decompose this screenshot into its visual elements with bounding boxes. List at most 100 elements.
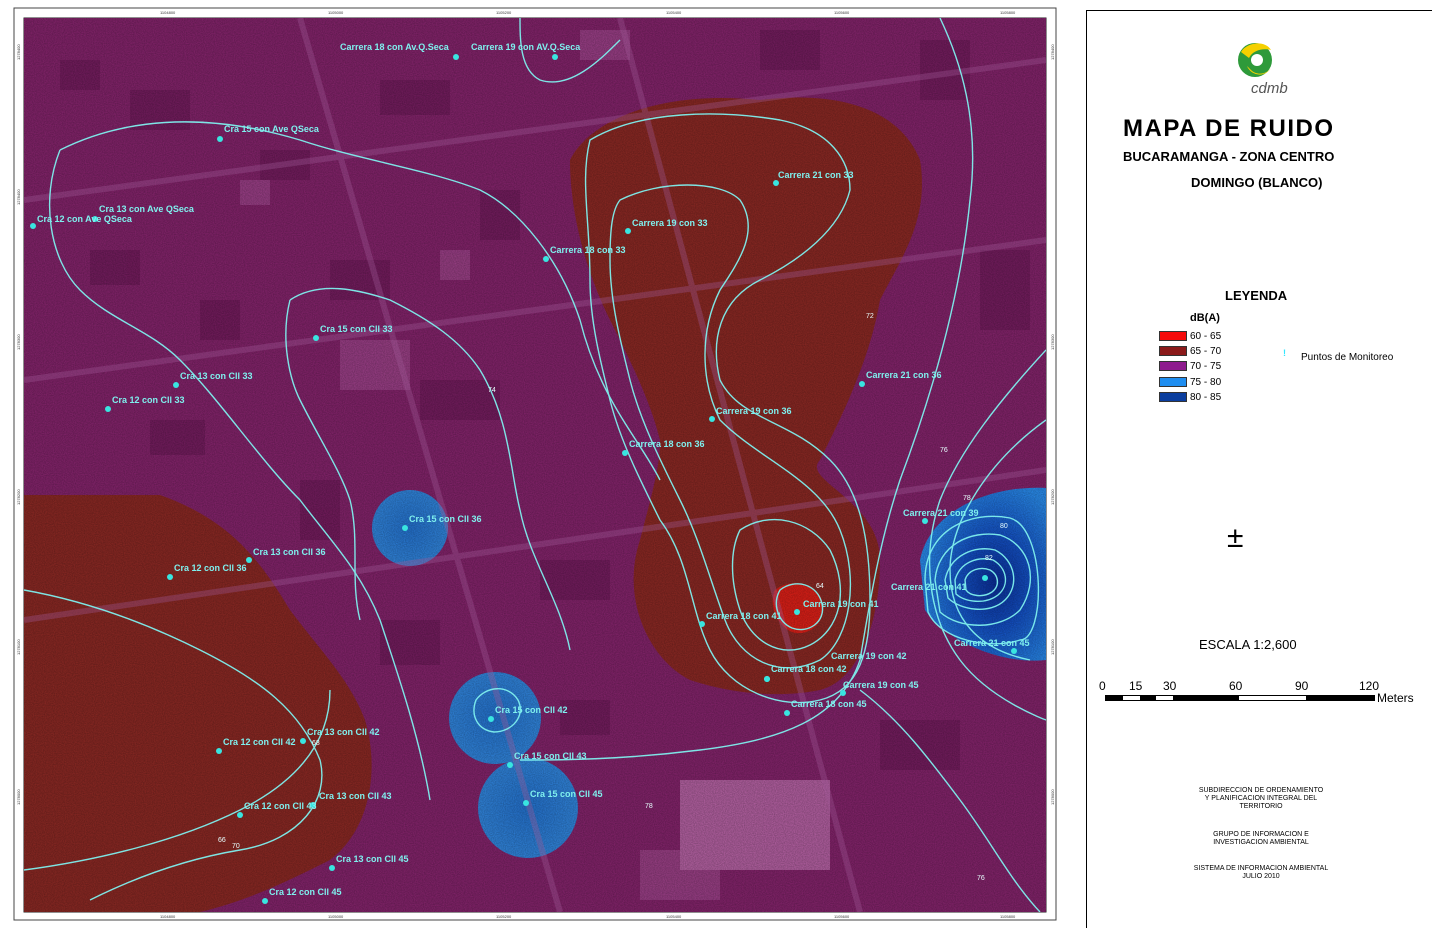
svg-text:1278000: 1278000 — [1050, 789, 1055, 805]
monitoring-point[interactable] — [488, 716, 494, 722]
monitoring-point[interactable] — [543, 256, 549, 262]
monitoring-point-label: Cra 12 con Cll 43 — [244, 801, 317, 811]
monitoring-point[interactable] — [840, 690, 846, 696]
monitoring-point[interactable] — [982, 575, 988, 581]
svg-text:1105200: 1105200 — [496, 914, 512, 919]
noise-map[interactable]: 72 74 70 76 78 66 68 64 82 80 78 76 Carr… — [0, 0, 1070, 928]
monitoring-point-label: Carrera 19 con 45 — [843, 680, 919, 690]
map-subtitle-zone: BUCARAMANGA - ZONA CENTRO — [1123, 149, 1335, 164]
monitoring-point[interactable] — [699, 621, 705, 627]
monitoring-point[interactable] — [773, 180, 779, 186]
monitoring-point[interactable] — [1011, 648, 1017, 654]
monitoring-point[interactable] — [92, 216, 98, 222]
monitoring-point[interactable] — [709, 416, 715, 422]
svg-text:1278400: 1278400 — [16, 189, 21, 205]
monitoring-point-label: Carrera 18 con 45 — [791, 699, 867, 709]
map-title: MAPA DE RUIDO — [1123, 115, 1335, 142]
monitoring-point-label: Carrera 21 con 39 — [903, 508, 979, 518]
svg-text:70: 70 — [232, 843, 240, 850]
monitoring-point-label: Carrera 19 con 33 — [632, 218, 708, 228]
monitoring-point[interactable] — [625, 228, 631, 234]
monitoring-point-label: Cra 15 con Cll 42 — [495, 705, 568, 715]
svg-text:1278200: 1278200 — [1050, 489, 1055, 505]
monitoring-point[interactable] — [310, 802, 316, 808]
grid-labels: 1104800 1105000 1105200 1105400 1105600 … — [16, 10, 1055, 919]
legend-swatch-75-80 — [1159, 377, 1187, 387]
scale-number-120: 120 — [1359, 679, 1380, 693]
svg-text:1278100: 1278100 — [1050, 639, 1055, 655]
monitoring-point[interactable] — [859, 381, 865, 387]
monitoring-point-label: Cra 15 con Cll 36 — [409, 514, 482, 524]
monitoring-point[interactable] — [453, 54, 459, 60]
monitoring-point-label: Cra 13 con Ave QSeca — [99, 204, 195, 214]
map-subtitle-day: DOMINGO (BLANCO) — [1191, 175, 1323, 190]
legend-swatch-80-85 — [1159, 392, 1187, 402]
monitoring-point-label: Cra 13 con Cll 43 — [319, 791, 392, 801]
monitoring-point-label: Cra 13 con Cll 42 — [307, 727, 380, 737]
monitoring-point[interactable] — [300, 738, 306, 744]
map-body: 72 74 70 76 78 66 68 64 82 80 78 76 Carr… — [24, 18, 1046, 912]
svg-text:1105800: 1105800 — [1000, 914, 1016, 919]
monitoring-point[interactable] — [622, 450, 628, 456]
monitoring-point[interactable] — [262, 898, 268, 904]
svg-text:1278300: 1278300 — [16, 334, 21, 350]
monitoring-point[interactable] — [507, 762, 513, 768]
monitoring-point[interactable] — [30, 223, 36, 229]
monitoring-point-label: Carrera 21 con 33 — [778, 170, 854, 180]
scale-number-0: 0 — [1099, 679, 1106, 693]
credits-subdireccion: SUBDIRECCION DE ORDENAMIENTO Y PLANIFICA… — [1198, 787, 1324, 810]
monitoring-point[interactable] — [167, 574, 173, 580]
contour-labels: 72 74 70 76 78 66 68 64 82 80 78 76 — [218, 313, 1008, 882]
svg-text:1104800: 1104800 — [160, 914, 176, 919]
north-arrow-icon: ± — [1227, 521, 1244, 554]
svg-text:1278000: 1278000 — [16, 789, 21, 805]
monitoring-point[interactable] — [246, 557, 252, 563]
monitoring-point[interactable] — [173, 382, 179, 388]
legend-swatch-70-75 — [1159, 361, 1187, 371]
legend-label-75-80: 75 - 80 — [1190, 377, 1222, 388]
monitoring-point[interactable] — [329, 865, 335, 871]
svg-text:82: 82 — [985, 555, 993, 562]
svg-text:1105000: 1105000 — [328, 10, 344, 15]
cdmb-logo-icon — [1238, 43, 1272, 77]
monitoring-point-label: Carrera 18 con 41 — [706, 611, 782, 621]
monitoring-point-label: Cra 15 con Ave QSeca — [224, 124, 320, 134]
svg-text:1105400: 1105400 — [666, 10, 682, 15]
legend-swatch-60-65 — [1159, 331, 1187, 341]
monitoring-point-label: Carrera 18 con 36 — [629, 439, 705, 449]
monitoring-point[interactable] — [523, 800, 529, 806]
credits-sistema: SISTEMA DE INFORMACION AMBIENTAL JULIO 2… — [1193, 865, 1329, 880]
svg-text:76: 76 — [940, 447, 948, 454]
monitoring-point-label: Carrera 19 con 36 — [716, 406, 792, 416]
legend-label-70-75: 70 - 75 — [1190, 361, 1222, 372]
monitoring-point-label: Cra 13 con Cll 33 — [180, 371, 253, 381]
monitoring-point[interactable] — [784, 710, 790, 716]
legend-label-65-70: 65 - 70 — [1190, 346, 1222, 357]
svg-text:1105600: 1105600 — [834, 914, 850, 919]
monitoring-point[interactable] — [216, 748, 222, 754]
monitoring-point[interactable] — [237, 812, 243, 818]
monitoring-point-label: Carrera 21 con 45 — [954, 638, 1030, 648]
monitoring-point[interactable] — [105, 406, 111, 412]
monitoring-point[interactable] — [217, 136, 223, 142]
monitoring-point[interactable] — [402, 525, 408, 531]
monitoring-point-label: Carrera 18 con 33 — [550, 245, 626, 255]
monitoring-point[interactable] — [794, 609, 800, 615]
monitoring-point[interactable] — [552, 54, 558, 60]
monitoring-point-label: Carrera 18 con Av.Q.Seca — [340, 42, 450, 52]
svg-text:78: 78 — [645, 803, 653, 810]
monitoring-point-label: Cra 15 con Cll 43 — [514, 751, 587, 761]
monitoring-point[interactable] — [313, 335, 319, 341]
monitoring-point[interactable] — [922, 518, 928, 524]
svg-text:1105000: 1105000 — [328, 914, 344, 919]
svg-text:1105200: 1105200 — [496, 10, 512, 15]
scale-bar — [1105, 695, 1375, 701]
legend-label-60-65: 60 - 65 — [1190, 331, 1222, 342]
monitoring-point[interactable] — [764, 676, 770, 682]
monitoring-point-label: Cra 12 con Cll 33 — [112, 395, 185, 405]
svg-text:1105800: 1105800 — [1000, 10, 1016, 15]
monitoring-point-label: Cra 12 con Cll 42 — [223, 737, 296, 747]
scale-units: Meters — [1377, 691, 1414, 705]
svg-text:78: 78 — [963, 495, 971, 502]
